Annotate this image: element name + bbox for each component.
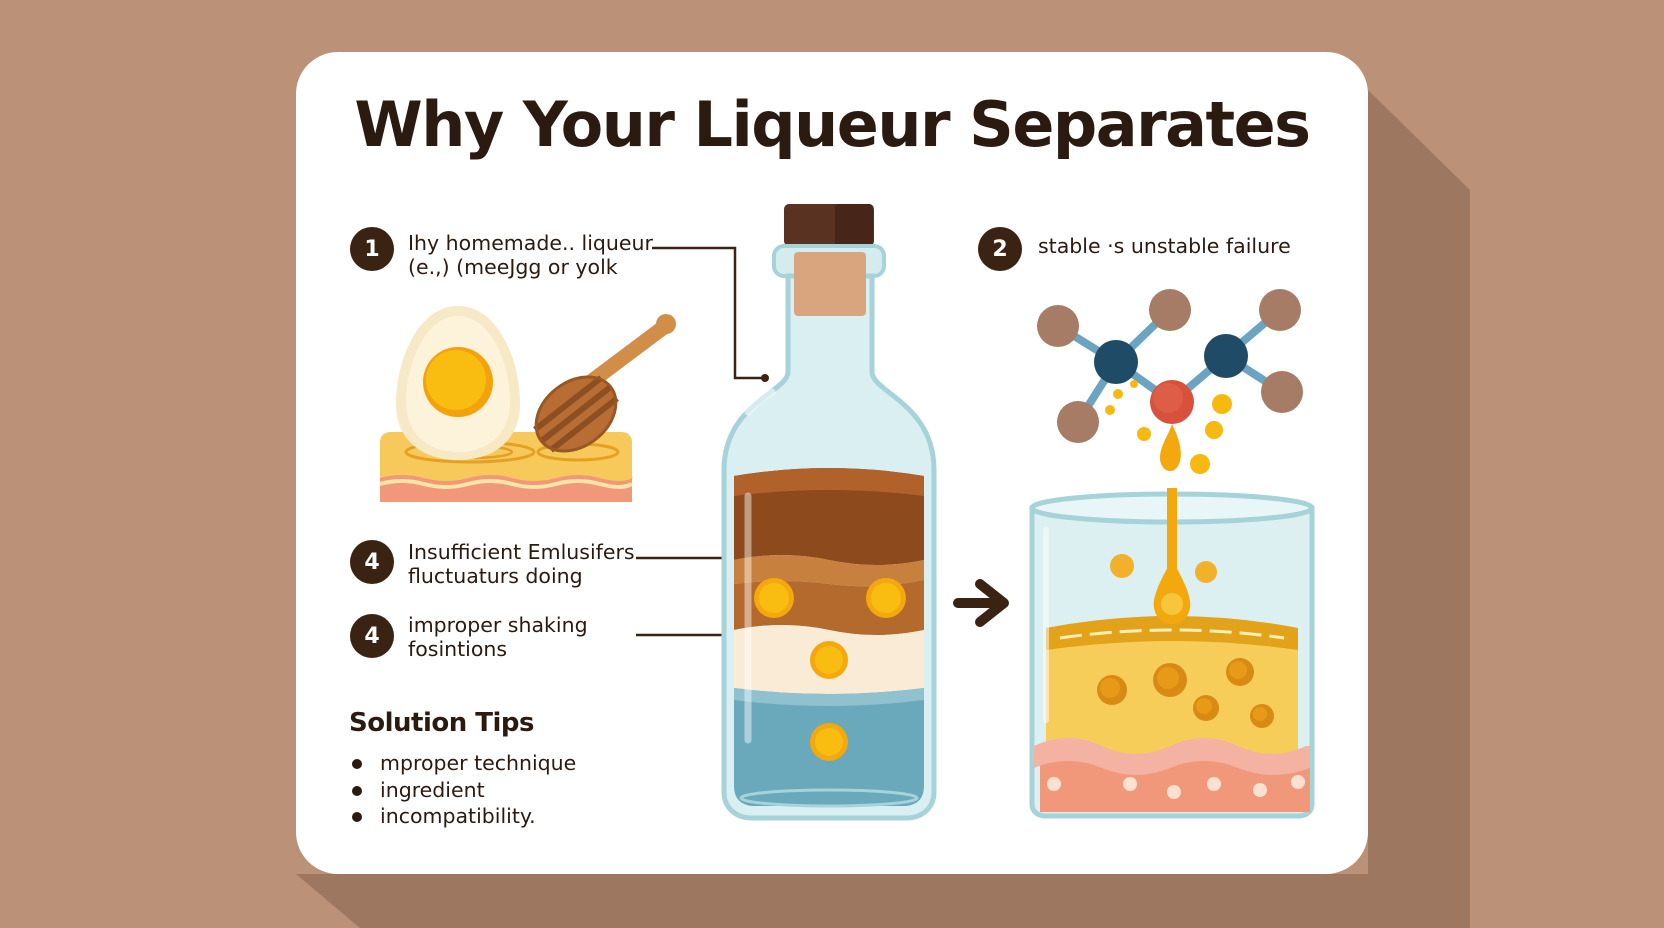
step-4-text: improper shaking fosintions (408, 613, 588, 661)
step-2-line-1: stable ·s unstable failure (1038, 234, 1291, 258)
solution-tips-title: Solution Tips (349, 708, 535, 738)
step-4-line-2: fosintions (408, 637, 508, 661)
solution-tips-list: mproper technique ingredient incompatibi… (350, 750, 576, 830)
solution-tip-item: incompatibility. (350, 803, 576, 830)
honey-dipper-icon (533, 314, 676, 453)
step-3-text: Insufficient Emlusifers fluctuaturs doin… (408, 540, 635, 588)
step-4-line-1: improper shaking (408, 613, 588, 637)
molecule-icon (1037, 289, 1303, 474)
leader-dot-1 (761, 374, 769, 382)
step-badge-2: 2 (978, 227, 1022, 271)
solution-tip-item: ingredient (350, 777, 576, 804)
solution-tip-item: mproper technique (350, 750, 576, 777)
step-1-line-2: (e.,) (meeJgg or yolk (408, 255, 618, 279)
leader-line-1 (652, 246, 763, 380)
arrow-right-icon (953, 579, 1009, 627)
step-2-text: stable ·s unstable failure (1038, 234, 1291, 258)
step-badge-1: 1 (350, 227, 394, 271)
liqueur-bottle-illustration (721, 204, 937, 821)
page-title: Why Your Liqueur Separates (354, 88, 1311, 161)
step-1-text: Ihy homemade.. liqueur (e.,) (meeJgg or … (408, 231, 653, 279)
step-badge-4: 4 (350, 614, 394, 658)
step-1-line-1: Ihy homemade.. liqueur (408, 231, 653, 255)
step-3-line-1: Insufficient Emlusifers (408, 540, 635, 564)
step-3-line-2: fluctuaturs doing (408, 564, 583, 588)
egg-honey-illustration (379, 306, 676, 502)
egg-icon (396, 306, 520, 460)
step-badge-3: 4 (350, 540, 394, 584)
glass-illustration (1029, 488, 1315, 819)
